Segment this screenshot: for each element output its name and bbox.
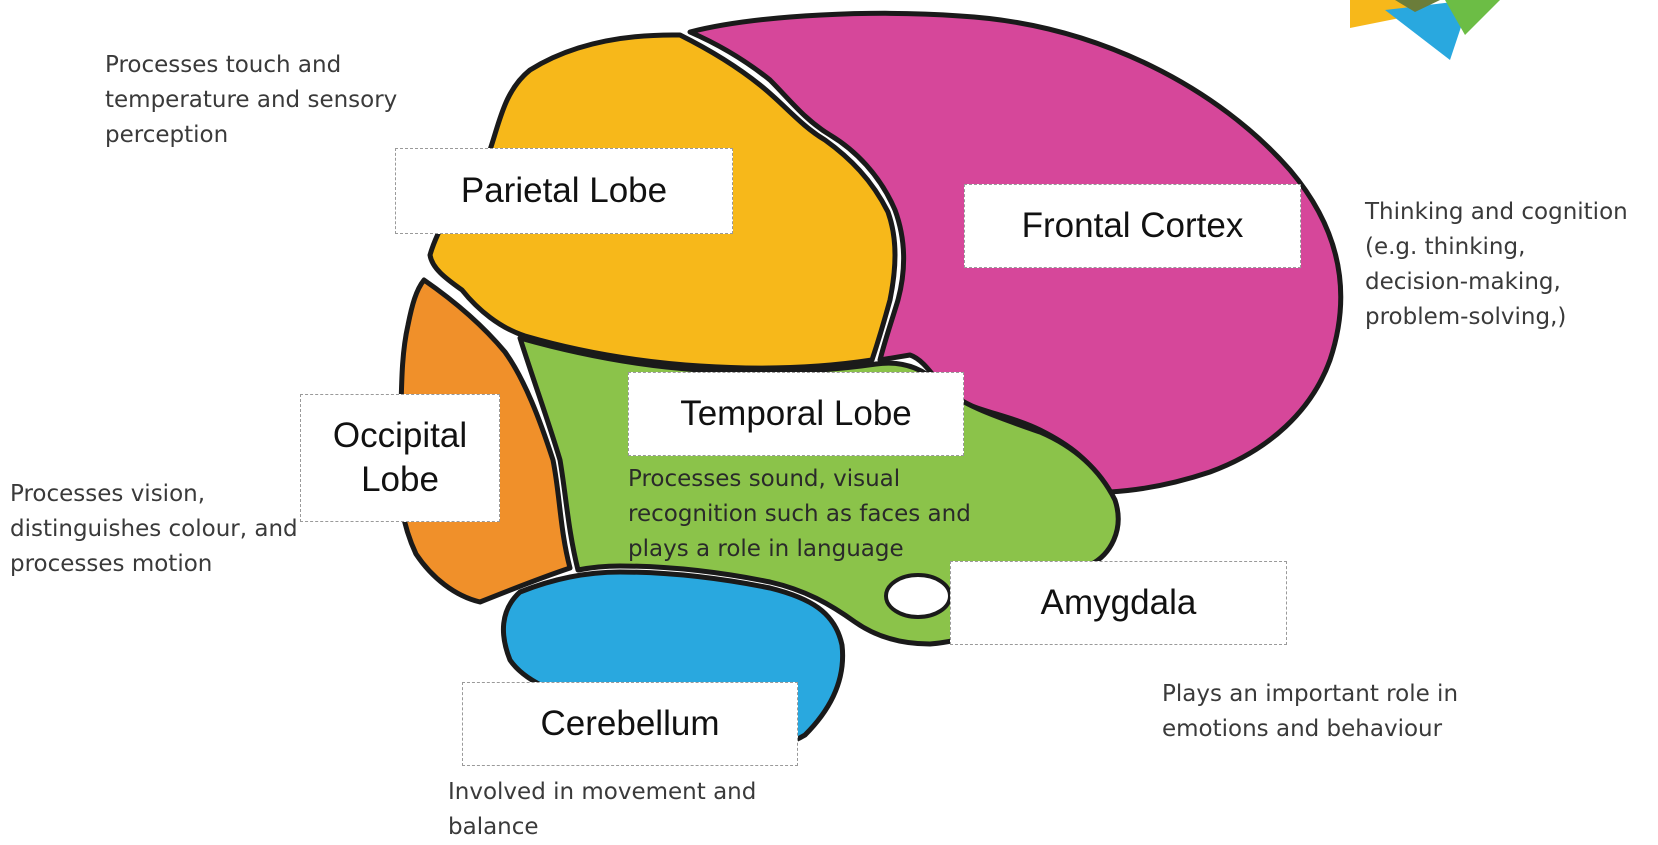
amygdala-description: Plays an important role in emotions and …	[1162, 677, 1522, 747]
amygdala-region	[886, 575, 950, 617]
frontal-description: Thinking and cognition (e.g. thinking, d…	[1365, 195, 1655, 335]
temporal-lobe-label: Temporal Lobe	[628, 372, 964, 456]
frontal-cortex-label: Frontal Cortex	[964, 184, 1301, 268]
cerebellum-label: Cerebellum	[462, 682, 798, 766]
parietal-description: Processes touch and temperature and sens…	[105, 48, 445, 153]
occipital-description: Processes vision, distinguishes colour, …	[10, 477, 350, 582]
parietal-lobe-label: Parietal Lobe	[395, 148, 733, 234]
logo-icon	[1350, 0, 1500, 60]
cerebellum-description: Involved in movement and balance	[448, 775, 808, 845]
amygdala-label: Amygdala	[950, 561, 1287, 645]
temporal-description: Processes sound, visual recognition such…	[628, 462, 1028, 567]
